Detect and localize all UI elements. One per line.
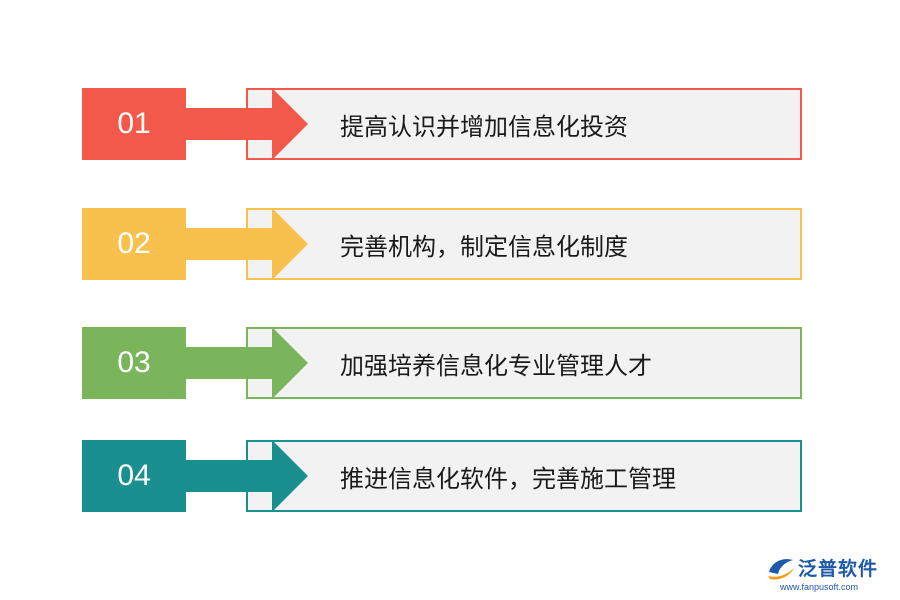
step-number: 01 [82,88,186,160]
step-box [246,440,802,512]
arrow-right-icon [186,208,308,280]
brand-url: www.fanpusoft.com [780,582,859,592]
brand-mark-icon [768,559,794,580]
arrow-shape [186,440,308,512]
arrow-shape [186,88,308,160]
step-row: 02 完善机构，制定信息化制度 [0,208,900,280]
step-number: 04 [82,440,186,512]
arrow-shape [186,208,308,280]
step-text: 加强培养信息化专业管理人才 [340,351,652,380]
step-text: 提高认识并增加信息化投资 [340,112,628,141]
step-text: 推进信息化软件，完善施工管理 [340,464,676,493]
arrow-right-icon [186,88,308,160]
arrow-shape [186,327,308,399]
step-row: 01 提高认识并增加信息化投资 [0,88,900,160]
step-number: 03 [82,327,186,399]
brand-name: 泛普软件 [798,558,879,580]
step-row: 04 推进信息化软件，完善施工管理 [0,440,900,512]
brand-logo: 泛普软件 www.fanpusoft.com [766,552,896,598]
step-number: 02 [82,208,186,280]
step-row: 03 加强培养信息化专业管理人才 [0,327,900,399]
arrow-right-icon [186,327,308,399]
arrow-right-icon [186,440,308,512]
step-text: 完善机构，制定信息化制度 [340,232,628,261]
